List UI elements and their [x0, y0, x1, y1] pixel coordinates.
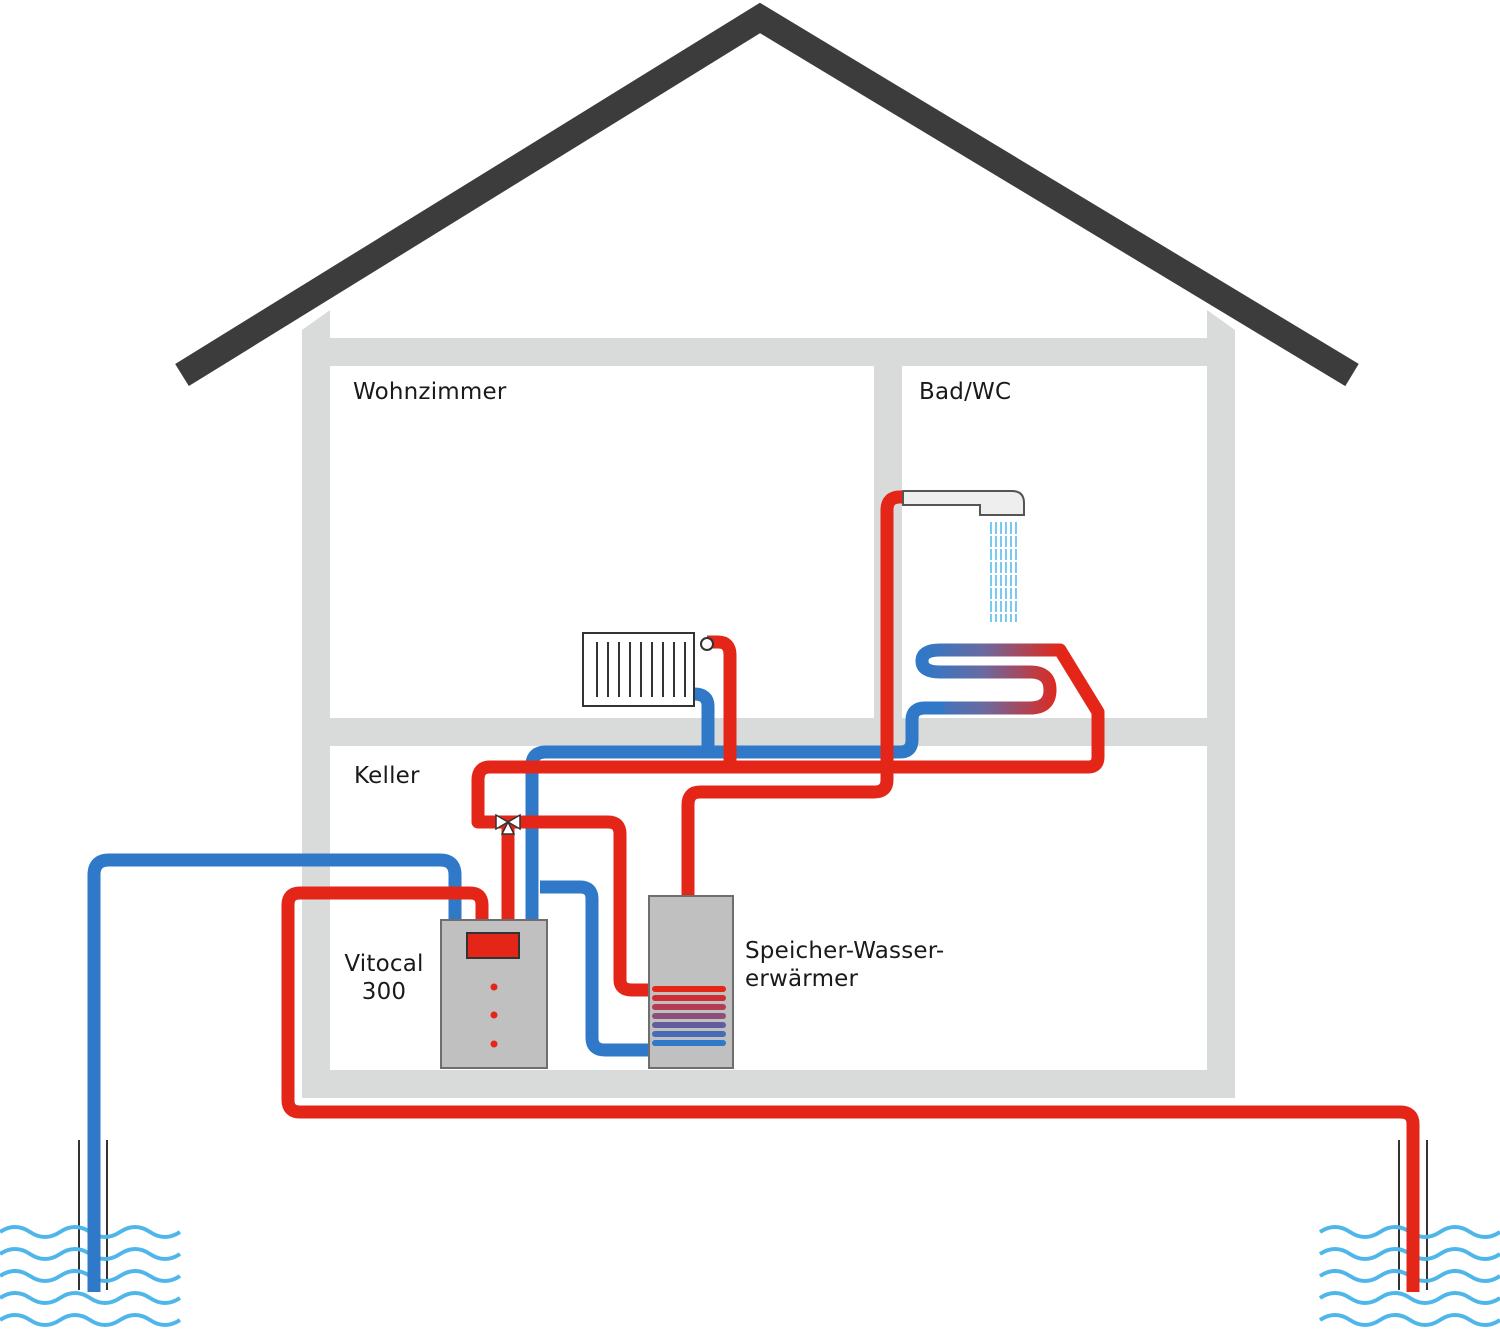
underfloor-heating-icon [915, 643, 1067, 715]
heating-coil [652, 986, 726, 1046]
house-walls [302, 310, 1235, 1098]
status-led [490, 1040, 498, 1048]
room-label-living-room: Wohnzimmer [353, 379, 507, 405]
well-casing-right [1398, 1140, 1428, 1290]
heat-pump-label-line2: 300 [361, 979, 407, 1005]
hot-pipes [281, 490, 1420, 1290]
heat-pump-unit [440, 919, 548, 1069]
shower-icon [902, 490, 1025, 622]
room-label-bathroom: Bad/WC [919, 379, 1012, 405]
heat-pump-display [466, 932, 520, 959]
radiator-icon [582, 632, 714, 707]
water-heater-label-line2: erwärmer [745, 966, 859, 992]
roof [175, 2, 1359, 387]
status-led [490, 983, 498, 991]
status-led [490, 1011, 498, 1019]
three-way-valve-icon [495, 813, 521, 835]
room-label-basement: Keller [354, 763, 420, 789]
heat-pump-label-line1: Vitocal [344, 951, 424, 977]
water-heater-label-line1: Speicher-Wasser- [745, 938, 945, 964]
well-casing-left [78, 1140, 108, 1290]
storage-water-heater [648, 895, 734, 1069]
